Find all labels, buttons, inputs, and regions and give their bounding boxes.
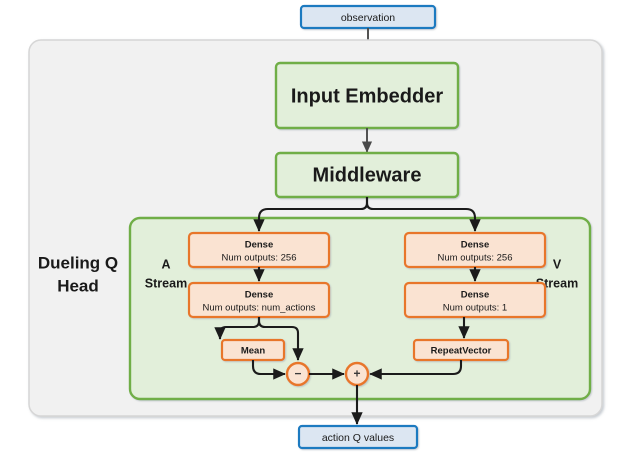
repeatvector-node: RepeatVector [412,338,510,362]
edge-middleware-to-v-stream [365,197,481,232]
add-symbol: + [353,367,360,381]
a-dense1-title: Dense [245,240,274,251]
v-stream-label-line2: Stream [536,276,578,290]
subtract-operator-node: − [285,361,311,387]
mean-node: Mean [220,338,286,362]
a-stream-label-line2: Stream [145,276,187,290]
v-dense1-node: Dense Num outputs: 256 [403,231,547,269]
a-dense1-subtitle: Num outputs: 256 [222,253,297,264]
v-stream-label-line1: V [553,257,562,271]
edge-repeatvector-to-add [369,360,463,380]
action-q-values-node: action Q values [297,424,419,450]
edge-a-dense2-to-subtract [257,317,304,361]
action-q-values-label: action Q values [322,432,394,444]
action-q-values-box [297,424,419,450]
edge-mean-to-subtract [251,360,286,380]
v-dense1-title: Dense [461,240,490,251]
mean-label: Mean [241,346,265,357]
dueling-q-head-title: Dueling Q Head [38,253,118,295]
a-dense2-subtitle: Num outputs: num_actions [202,303,315,314]
subtract-symbol: − [294,367,301,381]
middleware-node: Middleware [274,151,460,199]
dueling-q-head-title-line1: Dueling Q [38,253,118,272]
a-stream-label: A Stream [145,257,187,290]
input-embedder-label: Input Embedder [291,85,443,107]
observation-label: observation [341,12,395,24]
v-dense1-subtitle: Num outputs: 256 [438,253,513,264]
v-dense2-box [403,281,547,319]
a-stream-label-line1: A [161,257,170,271]
v-dense2-node: Dense Num outputs: 1 [403,281,547,319]
a-dense2-node: Dense Num outputs: num_actions [187,281,331,319]
a-dense2-title: Dense [245,290,274,301]
v-dense2-title: Dense [461,290,490,301]
observation-node: observation [299,4,437,30]
v-dense2-subtitle: Num outputs: 1 [443,303,507,314]
input-embedder-node: Input Embedder [274,61,460,130]
middleware-label: Middleware [313,164,422,186]
v-stream-label: V Stream [536,257,578,290]
a-dense1-node: Dense Num outputs: 256 [187,231,331,269]
add-operator-node: + [344,361,370,387]
dueling-q-head-title-line2: Head [57,276,99,295]
repeatvector-label: RepeatVector [431,346,492,357]
